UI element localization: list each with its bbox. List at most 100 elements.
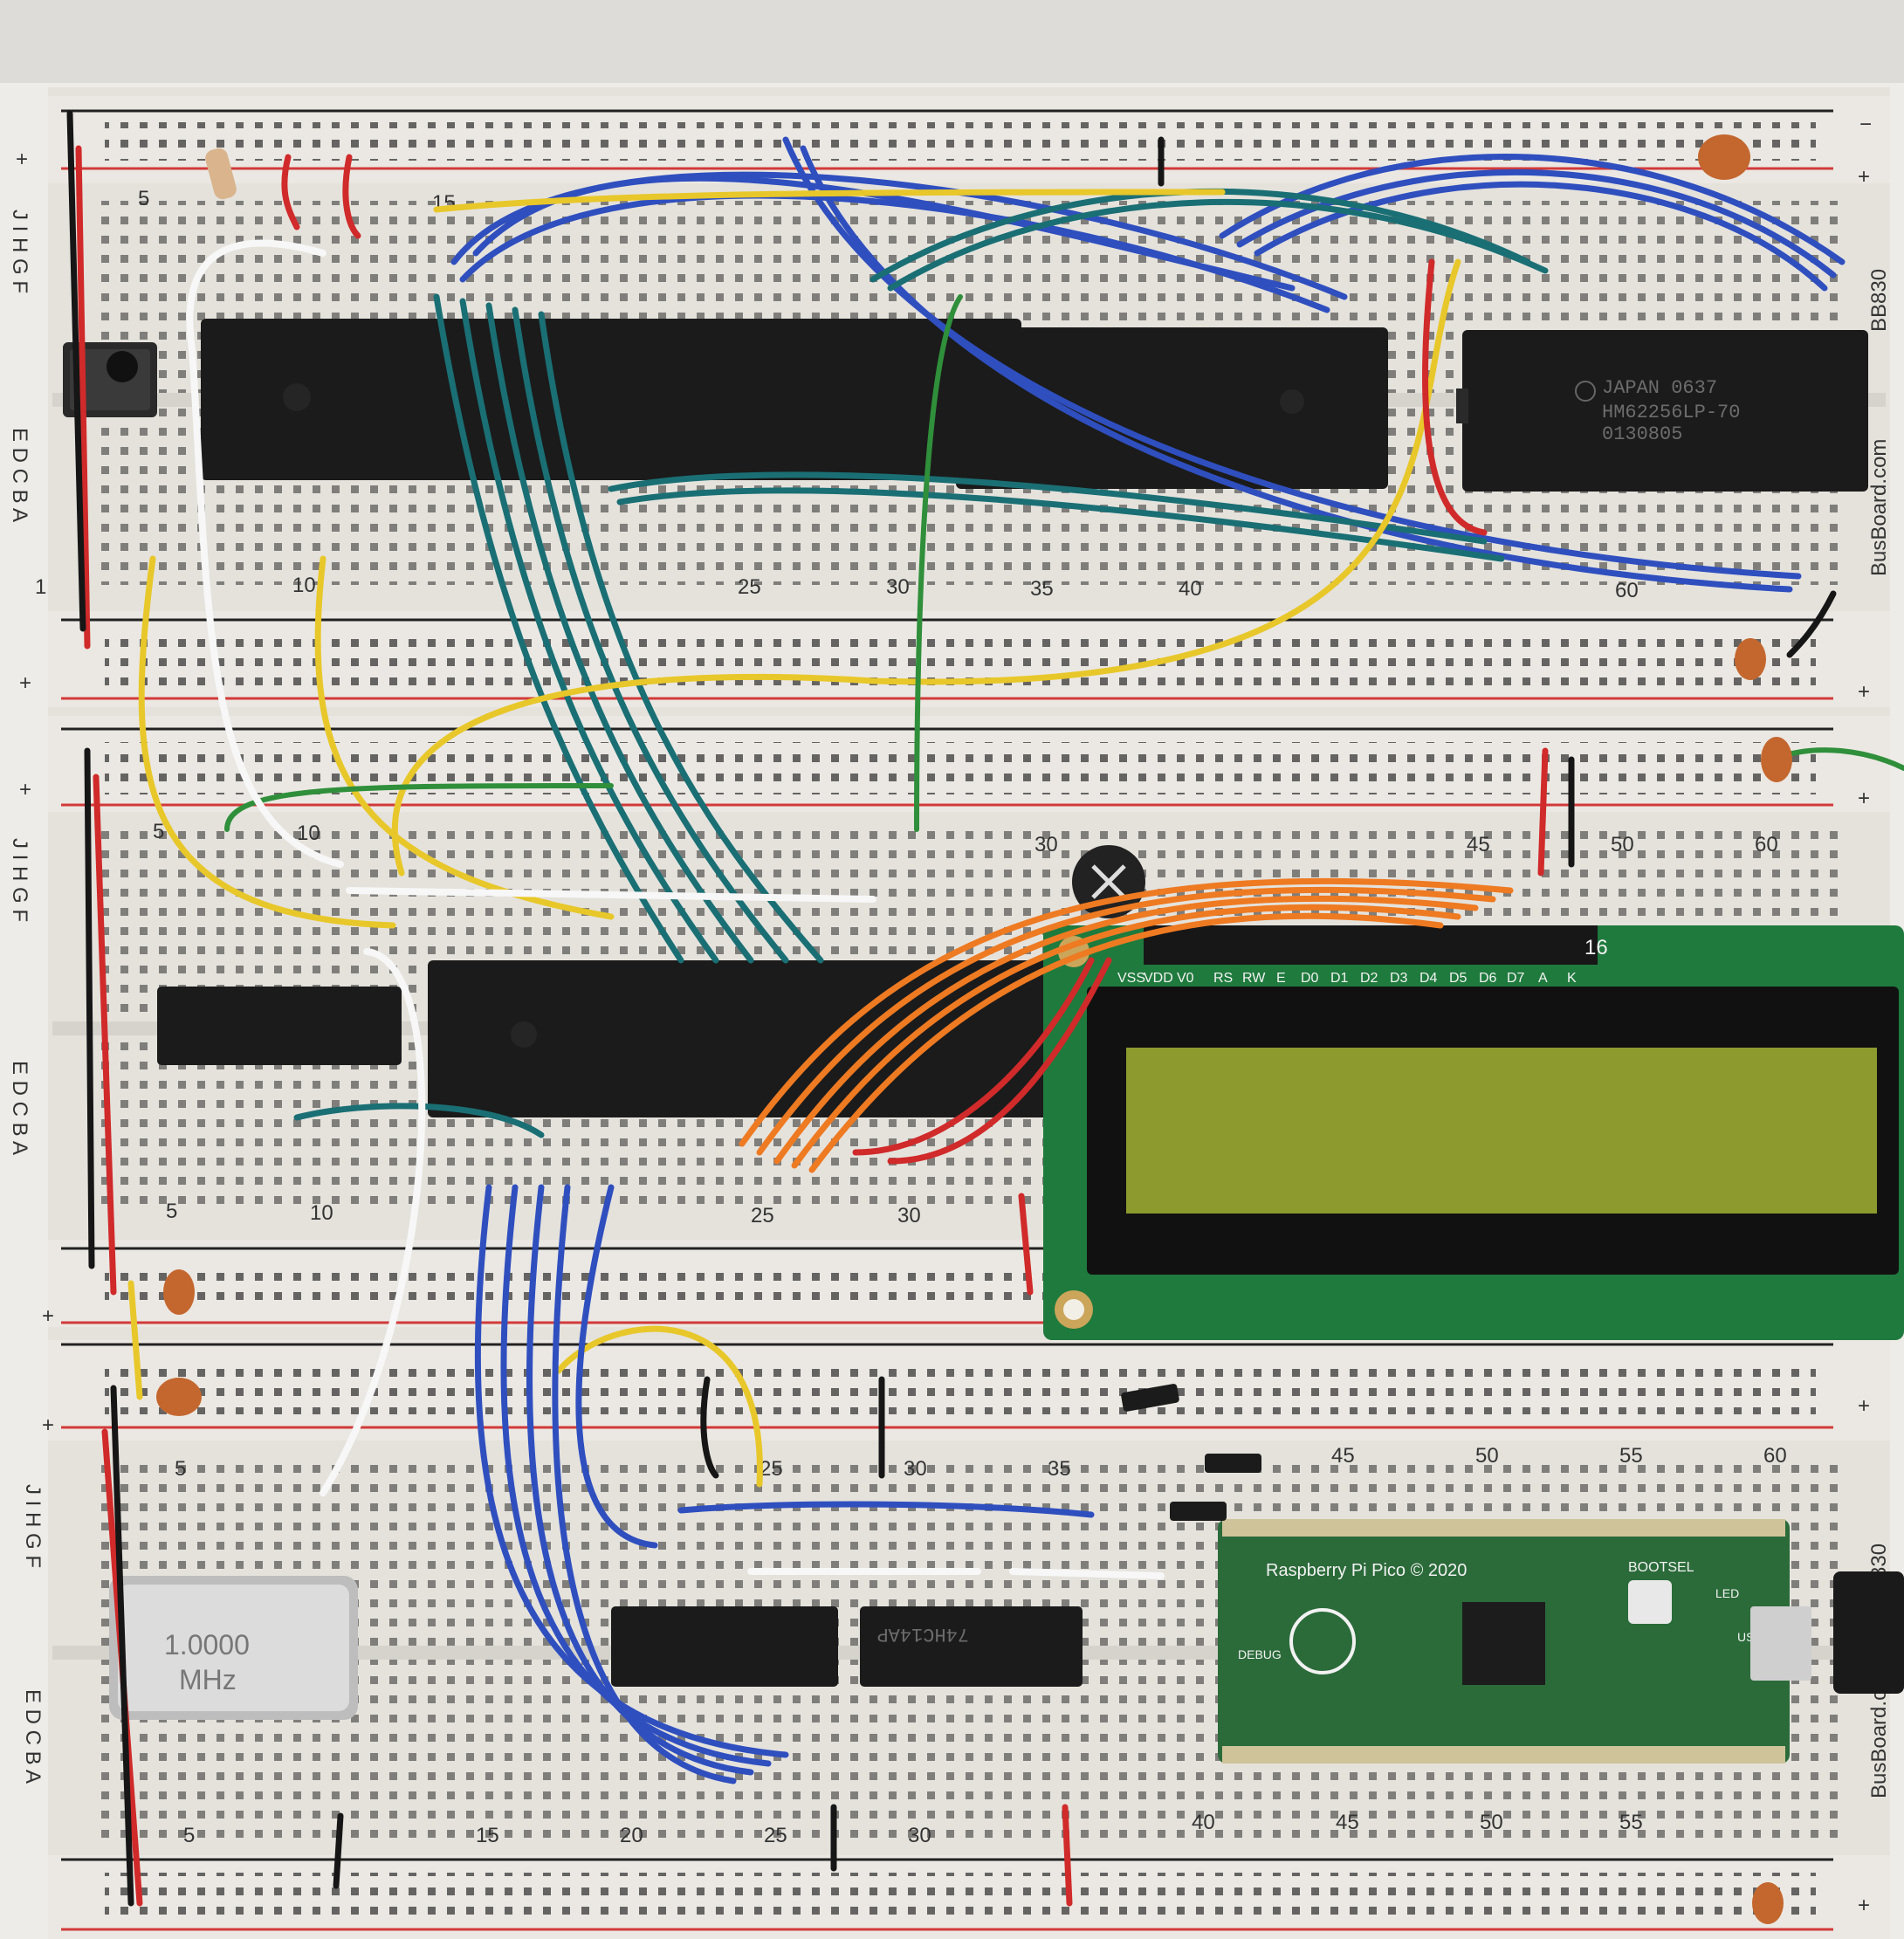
svg-text:10: 10 [292, 574, 316, 597]
power-rail [48, 1855, 1890, 1939]
brand-label: BB830 [1867, 269, 1891, 332]
rail-plus-label: + [1858, 787, 1870, 810]
rail-plus-label: + [1858, 1394, 1870, 1418]
svg-text:30: 30 [886, 575, 910, 599]
raspberry-logo-icon [1289, 1608, 1356, 1674]
svg-text:D3: D3 [1390, 971, 1408, 986]
svg-text:50: 50 [1480, 1811, 1503, 1834]
svg-text:VSS: VSS [1117, 971, 1145, 986]
svg-text:K: K [1567, 971, 1577, 986]
svg-text:55: 55 [1619, 1811, 1643, 1834]
svg-text:25: 25 [764, 1824, 787, 1847]
svg-text:1: 1 [35, 575, 46, 599]
capacitor [156, 134, 1792, 1924]
svg-text:30: 30 [1034, 833, 1058, 856]
resistor [205, 148, 237, 200]
power-rail [48, 1340, 1890, 1440]
power-rail [48, 611, 1890, 707]
logic-chip-label: 74HC14AP [876, 1623, 969, 1645]
svg-text:D0: D0 [1301, 971, 1319, 986]
reset-pushbutton[interactable] [63, 342, 157, 417]
bootsel-button[interactable] [1628, 1580, 1672, 1624]
svg-text:5: 5 [138, 187, 149, 210]
svg-text:E: E [1276, 971, 1286, 986]
via-chip [428, 960, 1056, 1117]
ram-chip-line3: 0130805 [1602, 423, 1682, 445]
svg-text:60: 60 [1755, 833, 1778, 856]
rp2040-chip [1462, 1602, 1545, 1685]
svg-text:30: 30 [904, 1457, 927, 1481]
svg-text:10: 10 [310, 1201, 333, 1225]
ram-chip: JAPAN 0637 HM62256LP-70 0130805 [1456, 330, 1868, 492]
svg-text:40: 40 [1179, 577, 1202, 601]
lcd-module: 16 VSS VDD V0 RS RW E D0 D1 D2 D3 D4 D5 … [1043, 925, 1904, 1340]
pico-led-label: LED [1715, 1586, 1739, 1600]
rom-chip [956, 327, 1388, 489]
svg-text:55: 55 [1619, 1444, 1643, 1468]
svg-text:35: 35 [1048, 1457, 1071, 1481]
brand-site-label: BusBoard.com [1867, 439, 1891, 576]
svg-text:V0: V0 [1177, 971, 1194, 986]
row-letters: E D C B A [8, 428, 31, 522]
svg-text:50: 50 [1475, 1444, 1499, 1468]
logic-chip-74hc14: 74HC14AP [860, 1606, 1083, 1687]
blue-wire-bundle-bottom [474, 1184, 1095, 1784]
diode [1121, 1384, 1261, 1521]
column-numbers: 1 5 15 10 25 30 35 40 60 [35, 187, 1639, 602]
logic-chip [611, 1606, 838, 1687]
svg-text:45: 45 [1336, 1811, 1359, 1834]
lcd-screen [1126, 1048, 1877, 1214]
svg-text:10: 10 [297, 822, 320, 845]
row-letters: E D C B A [8, 1061, 31, 1155]
svg-text:D7: D7 [1507, 971, 1525, 986]
row-letters: E D C B A [21, 1689, 45, 1784]
svg-text:D5: D5 [1449, 971, 1468, 986]
svg-text:A: A [1538, 971, 1548, 986]
rail-minus-label: − [1859, 113, 1872, 136]
svg-text:VDD: VDD [1144, 971, 1173, 986]
svg-text:D1: D1 [1330, 971, 1349, 986]
svg-text:20: 20 [620, 1824, 643, 1847]
oscillator-freq: 1.0000 [164, 1629, 250, 1661]
power-rail [48, 716, 1890, 812]
cpu-chip [201, 319, 1021, 480]
svg-text:D4: D4 [1419, 971, 1438, 986]
svg-text:60: 60 [1763, 1444, 1787, 1468]
black-wires [66, 110, 1837, 1907]
svg-text:5: 5 [183, 1824, 195, 1847]
svg-text:40: 40 [1192, 1811, 1215, 1834]
svg-text:30: 30 [897, 1204, 921, 1227]
ram-chip-line2: HM62256LP-70 [1602, 402, 1740, 423]
svg-text:45: 45 [1467, 833, 1490, 856]
rail-plus-label: + [19, 778, 31, 801]
svg-text:5: 5 [153, 820, 164, 843]
yellow-wires [127, 189, 1461, 1488]
lcd-pin-count: 16 [1584, 936, 1608, 959]
svg-text:25: 25 [751, 1204, 774, 1227]
row-letters: J I H G F [8, 838, 31, 922]
svg-text:50: 50 [1611, 833, 1634, 856]
row-letters: J I H G F [21, 1484, 45, 1568]
column-numbers: 5 25 30 35 45 50 55 60 5 15 20 25 30 40 … [175, 1444, 1787, 1847]
rail-plus-label: + [19, 671, 31, 695]
svg-text:D2: D2 [1360, 971, 1378, 986]
lcd-pin-labels: VSS VDD V0 RS RW E D0 D1 D2 D3 D4 D5 D6 … [1117, 971, 1577, 986]
svg-text:30: 30 [908, 1824, 931, 1847]
svg-text:25: 25 [738, 575, 761, 599]
usb-cable-plug [1833, 1571, 1904, 1694]
rail-plus-label: + [42, 1413, 54, 1437]
svg-text:60: 60 [1615, 579, 1639, 602]
orange-wire-bundle [739, 877, 1514, 1173]
pico-bootsel-label: BOOTSEL [1628, 1560, 1694, 1575]
power-rail [48, 96, 1890, 183]
svg-text:RS: RS [1213, 971, 1233, 986]
svg-text:D6: D6 [1479, 971, 1497, 986]
svg-text:RW: RW [1242, 971, 1266, 986]
svg-text:45: 45 [1331, 1444, 1355, 1468]
svg-text:25: 25 [760, 1457, 783, 1481]
svg-text:5: 5 [166, 1200, 177, 1223]
row-letters: J I H G F [8, 210, 31, 293]
usb-port[interactable] [1750, 1606, 1811, 1681]
raspberry-pi-pico: Raspberry Pi Pico © 2020 BOOTSEL LED USB… [1218, 1519, 1904, 1764]
